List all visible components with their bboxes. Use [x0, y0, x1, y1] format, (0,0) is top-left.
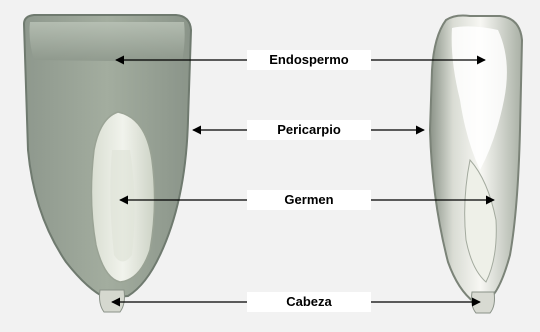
label-pericarpio: Pericarpio [247, 120, 371, 140]
left-kernel-tip-cap [100, 290, 125, 312]
left-kernel-germ-inner [110, 150, 134, 262]
label-germen: Germen [247, 190, 371, 210]
label-endospermo: Endospermo [247, 50, 371, 70]
left-kernel-crown [30, 22, 185, 62]
label-cabeza: Cabeza [247, 292, 371, 312]
